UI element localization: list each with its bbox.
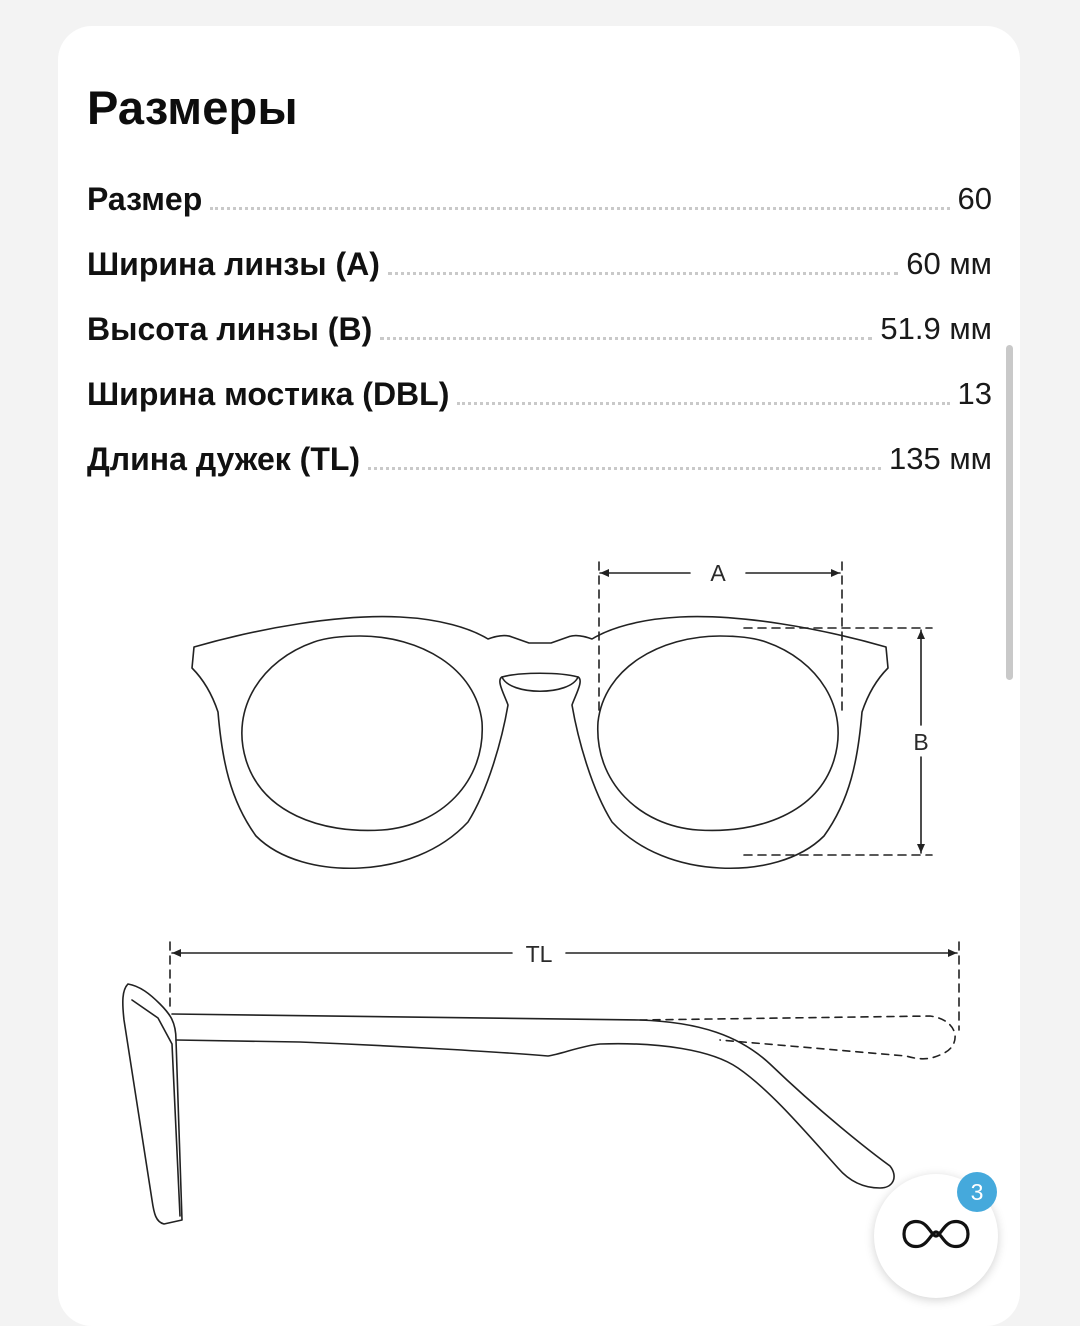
right-lens: [597, 635, 839, 832]
left-lens: [241, 635, 483, 832]
spec-row-size: Размер 60: [87, 160, 992, 225]
spec-row-lens-width: Ширина линзы (A) 60 мм: [87, 225, 992, 290]
spec-value: 60: [957, 181, 992, 216]
glasses-dimension-diagram: A B TL: [122, 560, 960, 1225]
scrollbar-thumb[interactable]: [1006, 345, 1013, 680]
dotted-leader: [210, 207, 950, 210]
sizes-card: [58, 26, 1020, 1326]
dotted-leader: [387, 272, 899, 275]
side-view-drawing: [122, 983, 956, 1225]
temple-tip-dashed: [639, 1015, 956, 1060]
side-frame-front: [122, 983, 183, 1225]
dotted-leader: [368, 467, 882, 470]
spec-value: 135 мм: [889, 441, 992, 476]
spec-label: Ширина линзы (A): [87, 246, 380, 282]
dimension-label-tl: TL: [526, 941, 553, 967]
spec-label: Ширина мостика (DBL): [87, 376, 450, 412]
dotted-leader: [380, 337, 873, 340]
dimension-a: [598, 561, 843, 711]
dimension-tl: [169, 941, 960, 1031]
glasses-icon: [902, 1219, 970, 1249]
dimension-label-b: B: [913, 729, 928, 755]
dotted-leader: [457, 402, 950, 405]
frame-outline: [191, 615, 889, 870]
dimension-label-a: A: [710, 560, 726, 586]
spec-row-temple-length: Длина дужек (TL) 135 мм: [87, 420, 992, 485]
front-view-drawing: [191, 615, 889, 870]
compare-count-badge: 3: [957, 1172, 997, 1212]
spec-label: Длина дужек (TL): [87, 441, 361, 477]
side-frame-inner: [131, 999, 181, 1217]
section-title: Размеры: [87, 81, 298, 134]
spec-row-bridge-width: Ширина мостика (DBL) 13: [87, 355, 992, 420]
size-specs-list: Размер 60 Ширина линзы (A) 60 мм Высота …: [87, 160, 992, 485]
dimension-b: [743, 627, 933, 856]
spec-value: 51.9 мм: [880, 311, 992, 346]
temple-arm: [171, 1013, 895, 1189]
spec-row-lens-height: Высота линзы (B) 51.9 мм: [87, 290, 992, 355]
spec-label: Размер: [87, 181, 203, 217]
spec-label: Высота линзы (B): [87, 311, 373, 347]
spec-value: 13: [957, 376, 992, 411]
bridge-outline: [501, 676, 579, 692]
spec-value: 60 мм: [906, 246, 992, 281]
